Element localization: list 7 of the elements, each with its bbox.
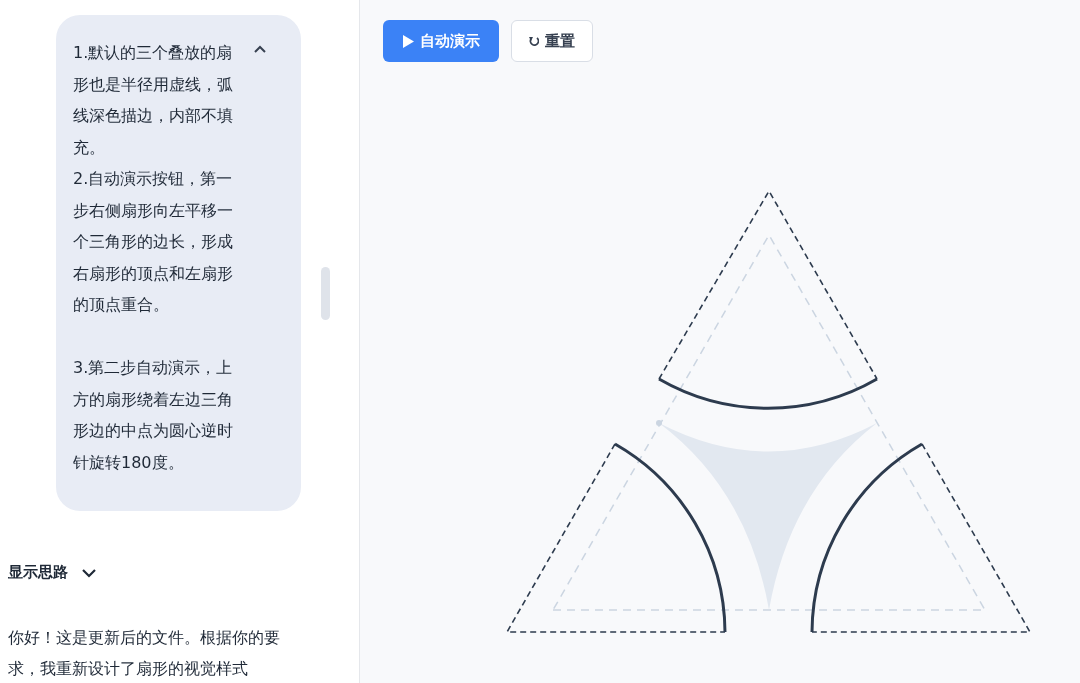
message-paragraph: 1.默认的三个叠放的扇形也是半径用虚线，弧线深色描边，内部不填充。 bbox=[73, 42, 234, 159]
reset-button: 重置 bbox=[511, 20, 593, 62]
message-paragraph: 2.自动演示按钮，第一步右侧扇形向左平移一个三角形的边长，形成右扇形的顶点和左扇形的顶点重合。 bbox=[73, 168, 234, 316]
autoplay-button: 自动演示 bbox=[383, 20, 499, 62]
section-toggle-text: 显示思路 bbox=[8, 563, 68, 582]
reply-paragraph: 你好！这是更新后的文件。根据你的要求，我重新设计了扇形的视觉样式 bbox=[8, 627, 281, 680]
message-paragraph: 3.第二步自动演示，上方的扇形绕着左边三角形边的中点为圆心逆时针旋转180度。 bbox=[73, 357, 234, 474]
